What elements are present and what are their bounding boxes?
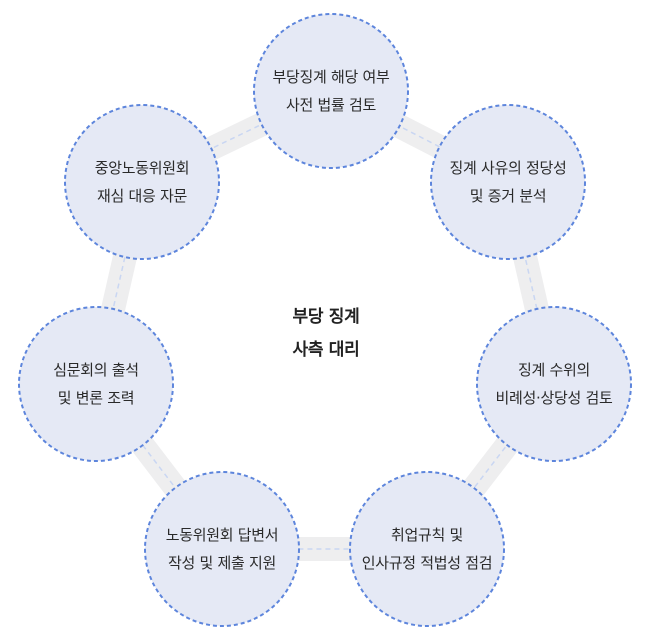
- node-appeal-advice-circle: [64, 104, 220, 260]
- node-answer-brief-line-2: 작성 및 제출 지원: [168, 554, 276, 572]
- node-proportionality-label: 징계 수위의 비례성·상당성 검토: [496, 356, 613, 412]
- node-rules-compliance-circle: [349, 471, 505, 627]
- node-circles-group: [18, 13, 632, 627]
- node-rules-compliance-line-1: 취업규칙 및: [391, 526, 463, 544]
- node-legal-review-circle: [253, 13, 409, 169]
- node-proportionality-circle: [476, 306, 632, 462]
- node-proportionality-line-1: 징계 수위의: [518, 361, 590, 379]
- node-appeal-advice-line-1: 중앙노동위원회: [94, 159, 190, 177]
- node-rules-compliance-label: 취업규칙 및 인사규정 적법성 점검: [361, 521, 493, 577]
- node-legal-review-label: 부당징계 해당 여부 사전 법률 검토: [273, 63, 390, 119]
- node-cause-evidence-line-2: 및 증거 분석: [469, 187, 547, 205]
- node-answer-brief-line-1: 노동위원회 답변서: [165, 526, 279, 544]
- node-rules-compliance-line-2: 인사규정 적법성 점검: [361, 554, 493, 572]
- node-answer-brief-label: 노동위원회 답변서 작성 및 제출 지원: [165, 521, 279, 577]
- node-hearing-support-label: 심문회의 출석 및 변론 조력: [53, 356, 139, 412]
- node-hearing-support-line-1: 심문회의 출석: [53, 361, 139, 379]
- node-cause-evidence-circle: [430, 104, 586, 260]
- node-proportionality-line-2: 비례성·상당성 검토: [495, 389, 613, 407]
- node-legal-review-line-2: 사전 법률 검토: [286, 96, 376, 114]
- center-label-line-2: 사측 대리: [292, 340, 360, 360]
- node-cause-evidence-label: 징계 사유의 정당성 및 증거 분석: [450, 154, 567, 210]
- center-label-line-1: 부당 징계: [292, 307, 360, 327]
- node-legal-review-line-1: 부당징계 해당 여부: [272, 68, 390, 86]
- node-appeal-advice-label: 중앙노동위원회 재심 대응 자문: [95, 154, 190, 210]
- node-cause-evidence-line-1: 징계 사유의 정당성: [449, 159, 567, 177]
- node-hearing-support-circle: [18, 306, 174, 462]
- center-label: 부당 징계 사측 대리: [293, 301, 360, 367]
- node-appeal-advice-line-2: 재심 대응 자문: [97, 187, 187, 205]
- node-answer-brief-circle: [144, 471, 300, 627]
- node-hearing-support-line-2: 및 변론 조력: [57, 389, 135, 407]
